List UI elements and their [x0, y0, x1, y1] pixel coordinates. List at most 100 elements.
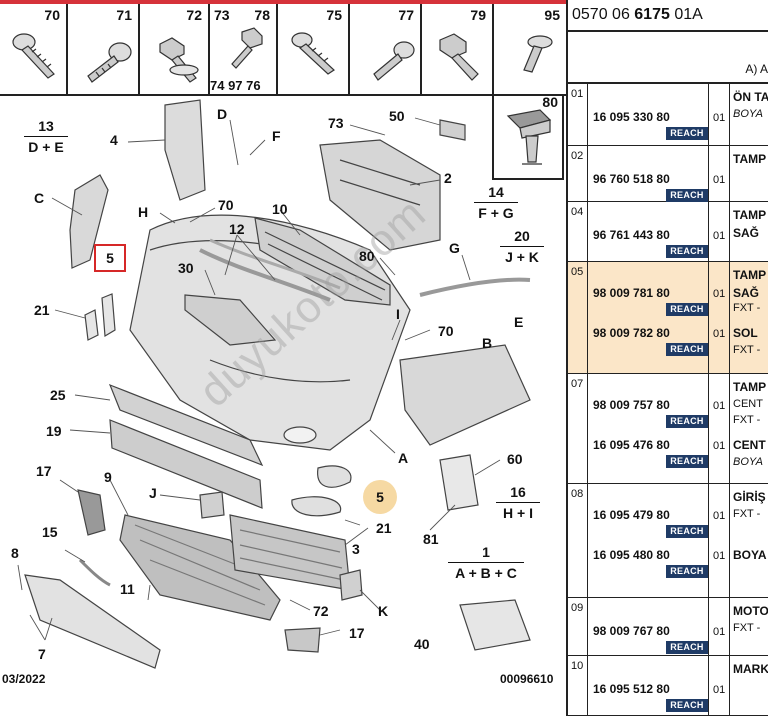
callout-9[interactable]: 9 — [104, 469, 112, 485]
callout-1[interactable]: 1 A + B + C — [448, 544, 524, 581]
fastener-73-78-cell[interactable]: 73 78 74 97 76 — [210, 4, 278, 96]
callout-72[interactable]: 72 — [313, 603, 329, 619]
callout-30[interactable]: 30 — [178, 260, 194, 276]
callout-composition: H + I — [503, 505, 533, 521]
selected-part-badge[interactable]: 5 — [363, 480, 397, 514]
part-number[interactable]: 98 009 757 80 — [593, 398, 670, 412]
callout-13[interactable]: 13 D + E — [24, 118, 68, 155]
part-description-line: BOYA — [733, 108, 763, 120]
part-number[interactable]: 16 095 330 80 — [593, 110, 670, 124]
callout-composition: D + E — [28, 139, 64, 155]
part-number[interactable]: 98 009 781 80 — [593, 286, 670, 300]
callout-h[interactable]: H — [138, 204, 149, 220]
callout-4[interactable]: 4 — [110, 132, 118, 148]
part-number[interactable]: 98 009 782 80 — [593, 326, 670, 340]
callout-a[interactable]: A — [398, 450, 409, 466]
callout-21[interactable]: 21 — [34, 302, 50, 318]
callout-12[interactable]: 12 — [229, 221, 245, 237]
fastener-number: 73 — [214, 7, 230, 23]
part-number[interactable]: 16 095 512 80 — [593, 682, 670, 696]
qty-column — [708, 262, 730, 373]
callout-number: 20 — [514, 228, 530, 244]
callout-70[interactable]: 70 — [218, 197, 234, 213]
quantity: 01 — [713, 400, 726, 412]
fastener-77-cell[interactable]: 77 — [350, 4, 422, 96]
part-description: TAMP — [733, 152, 767, 166]
part-description-line: FXT - — [733, 302, 761, 314]
fastener-72-cell[interactable]: 72 — [140, 4, 210, 96]
quantity: 01 — [713, 510, 726, 522]
callout-3[interactable]: 3 — [352, 541, 360, 557]
callout-e[interactable]: E — [514, 314, 524, 330]
callout-15[interactable]: 15 — [42, 524, 58, 540]
fastener-strip: 70 71 72 73 78 74 97 76 75 77 79 — [0, 4, 566, 96]
callout-i[interactable]: I — [396, 306, 400, 322]
fastener-75-cell[interactable]: 75 — [278, 4, 350, 96]
part-description: SOL — [733, 326, 758, 340]
callout-21[interactable]: 21 — [376, 520, 392, 536]
callout-16[interactable]: 16 H + I — [496, 484, 540, 521]
callout-g[interactable]: G — [449, 240, 460, 256]
part-number[interactable]: 16 095 480 80 — [593, 548, 670, 562]
callout-c[interactable]: C — [34, 190, 45, 206]
callout-73[interactable]: 73 — [328, 115, 344, 131]
reach-badge: REACH — [666, 415, 708, 428]
callout-k[interactable]: K — [378, 603, 389, 619]
date-code: 03/2022 — [2, 672, 46, 686]
quantity: 01 — [713, 328, 726, 340]
bracket-b — [399, 344, 531, 446]
callout-10[interactable]: 10 — [272, 201, 288, 217]
callout-f[interactable]: F — [272, 128, 281, 144]
callout-80[interactable]: 80 — [359, 248, 375, 264]
part-number[interactable]: 96 760 518 80 — [593, 172, 670, 186]
callout-40[interactable]: 40 — [414, 636, 430, 652]
clip-80-box[interactable]: 80 — [492, 94, 564, 180]
callout-d[interactable]: D — [217, 106, 228, 122]
front-end-carrier — [319, 139, 441, 251]
callout-2[interactable]: 2 — [444, 170, 452, 186]
part-description: ÖN TA — [733, 90, 768, 104]
part-number[interactable]: 98 009 767 80 — [593, 624, 670, 638]
row-number: 07 — [568, 374, 588, 483]
callout-50[interactable]: 50 — [389, 108, 405, 124]
drawing-number: 00096610 — [500, 672, 554, 686]
highlighted-part-label[interactable]: 5 — [94, 244, 126, 272]
callout-17[interactable]: 17 — [36, 463, 52, 479]
reach-badge: REACH — [666, 189, 708, 202]
callout-70[interactable]: 70 — [438, 323, 454, 339]
callout-j[interactable]: J — [149, 485, 157, 501]
part-description: GİRİŞ — [733, 490, 766, 504]
part-number[interactable]: 16 095 476 80 — [593, 438, 670, 452]
part-description: BOYA — [733, 548, 767, 562]
callout-25[interactable]: 25 — [50, 387, 66, 403]
part-description-line: BOYA — [733, 456, 763, 468]
part-number[interactable]: 16 095 479 80 — [593, 508, 670, 522]
fastener-95-cell[interactable]: 95 — [494, 4, 566, 96]
callout-20[interactable]: 20 J + K — [500, 228, 544, 265]
part-number[interactable]: 96 761 443 80 — [593, 228, 670, 242]
fastener-79-cell[interactable]: 79 — [422, 4, 494, 96]
callout-14[interactable]: 14 F + G — [474, 184, 518, 221]
screw-icon — [373, 41, 415, 81]
callout-8[interactable]: 8 — [11, 545, 19, 561]
fog-cover-5 — [317, 465, 352, 488]
callout-7[interactable]: 7 — [38, 646, 46, 662]
fastener-70-cell[interactable]: 70 — [0, 4, 68, 96]
callout-19[interactable]: 19 — [46, 423, 62, 439]
fastener-71-cell[interactable]: 71 — [68, 4, 140, 96]
callout-b[interactable]: B — [482, 335, 493, 351]
callout-81[interactable]: 81 — [423, 531, 439, 547]
callout-11[interactable]: 11 — [120, 581, 135, 597]
qty-column — [708, 656, 730, 715]
callout-17[interactable]: 17 — [349, 625, 365, 641]
qty-column — [708, 146, 730, 201]
callout-60[interactable]: 60 — [507, 451, 523, 467]
